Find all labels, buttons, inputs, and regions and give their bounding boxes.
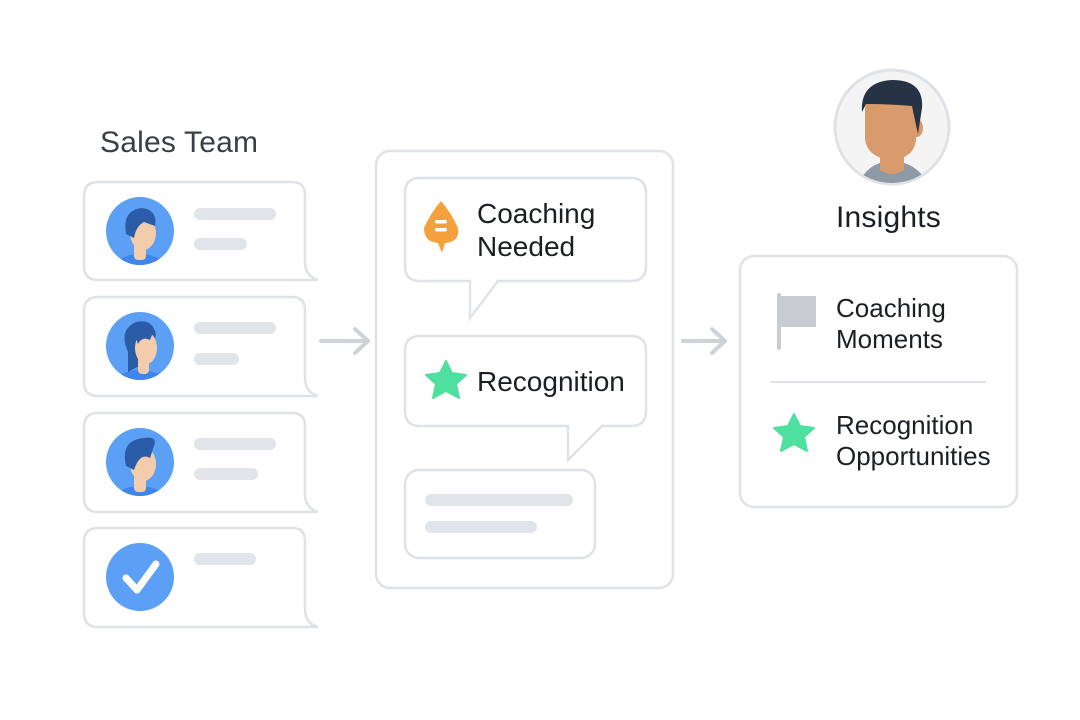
text-placeholder [194,322,276,334]
arrow-right-icon [681,327,727,355]
sales-member-card-3[interactable] [82,411,319,514]
sales-member-card-4[interactable] [82,526,319,629]
text-placeholder [425,521,537,533]
label-line: Coaching [477,198,596,229]
arrow-right-icon [319,327,370,355]
coaching-needed-label: Coaching Needed [477,197,595,263]
sales-team-title: Sales Team [100,126,259,159]
label-line: Coaching [836,293,946,323]
text-placeholder [194,238,247,250]
text-placeholder [425,494,573,506]
coaching-bubble-icon [424,201,459,253]
recognition-label: Recognition [477,366,625,397]
placeholder-bubble [403,468,597,560]
male-avatar-icon [106,197,174,265]
sales-member-card-2[interactable] [82,295,319,398]
insights-title: Insights [836,201,941,234]
male-avatar-2-icon [106,428,174,496]
text-placeholder [194,208,276,220]
text-placeholder [194,353,239,365]
recognition-bubble[interactable] [403,334,648,464]
checkmark-icon [106,543,174,611]
text-placeholder [194,468,258,480]
text-placeholder [194,553,256,565]
star-icon [425,360,467,399]
female-avatar-icon [106,312,174,380]
label-line: Opportunities [836,441,991,471]
coaching-moments-label[interactable]: Coaching Moments [836,293,946,355]
label-line: Needed [477,231,576,262]
star-icon [773,413,815,452]
text-placeholder [194,438,276,450]
label-line: Recognition [836,410,974,440]
manager-avatar [833,68,951,186]
label-line: Moments [836,324,943,354]
flag-icon [777,293,816,350]
sales-member-card-1[interactable] [82,180,319,282]
coaching-needed-bubble[interactable] [403,176,648,322]
recognition-opportunities-label[interactable]: Recognition Opportunities [836,410,991,472]
